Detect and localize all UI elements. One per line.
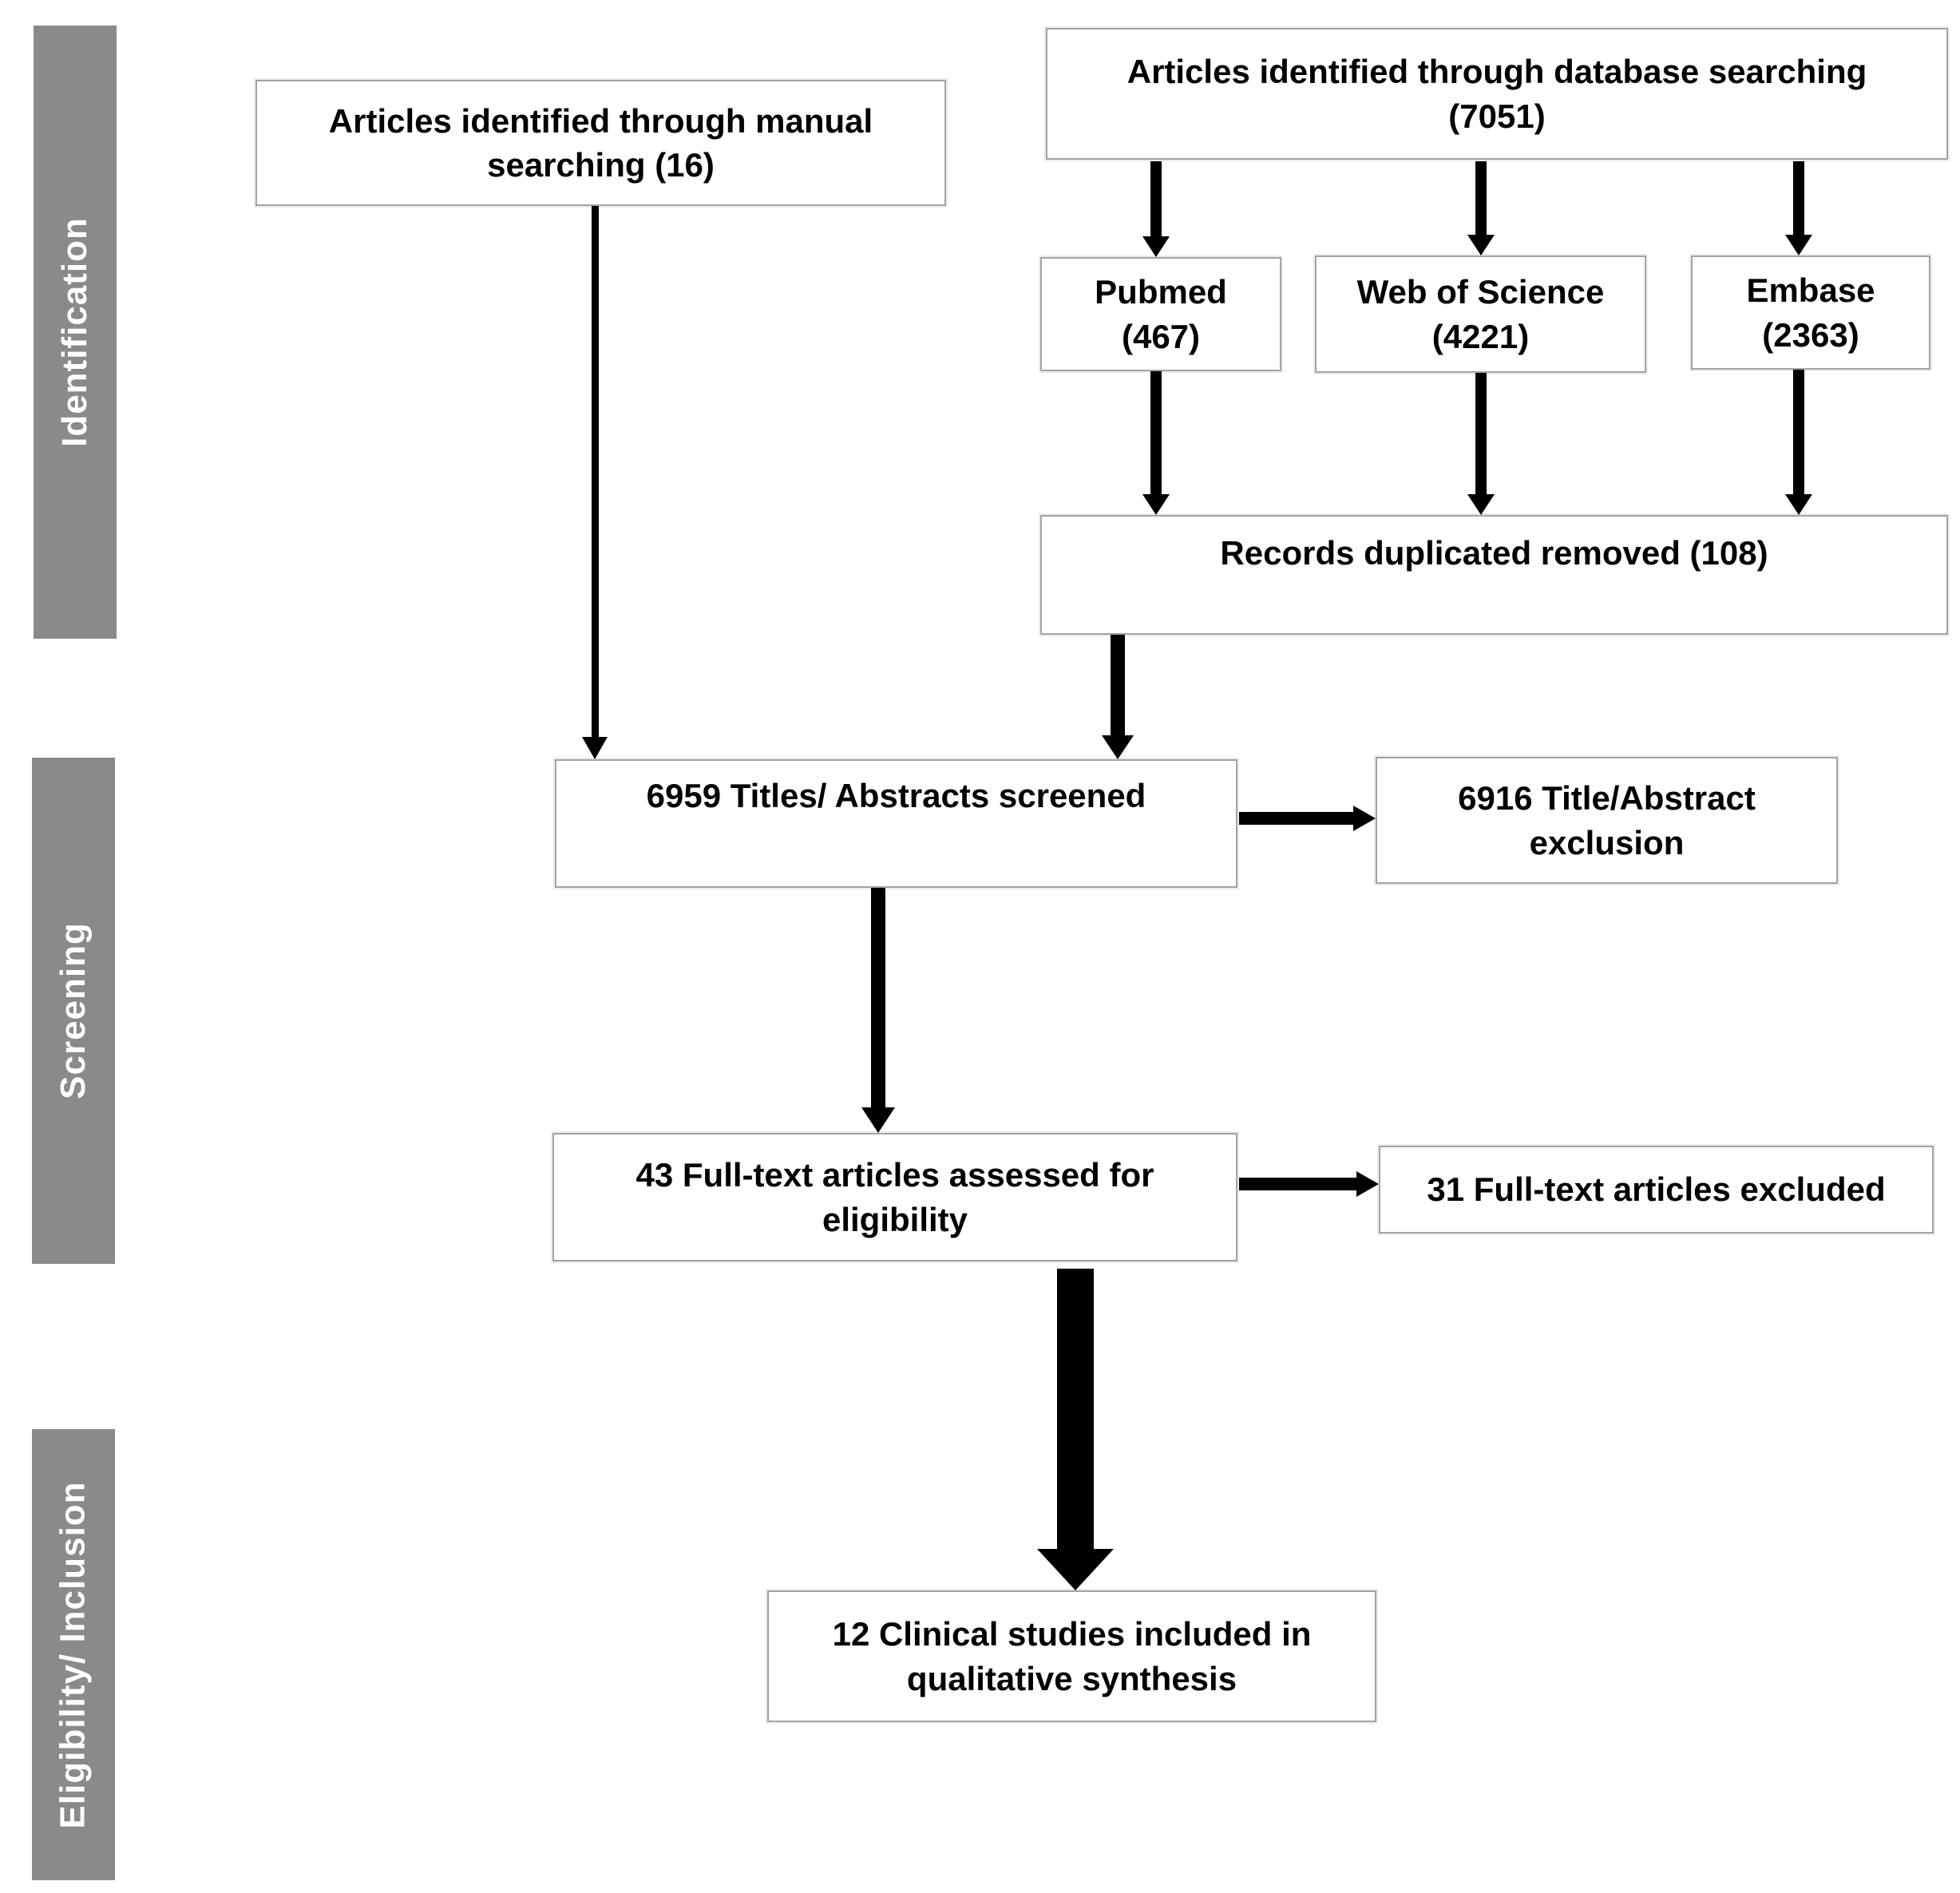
stage-bar-screening: Screening bbox=[32, 758, 115, 1264]
arrow-screened-to-exclusion-head bbox=[1353, 806, 1376, 831]
arrow-manual-to-screened-shaft bbox=[592, 206, 599, 737]
arrow-database-to-pubmed-shaft bbox=[1150, 161, 1162, 236]
arrow-database-to-embase-shaft bbox=[1793, 161, 1804, 235]
arrow-wos-to-duplicates-shaft bbox=[1475, 373, 1487, 494]
box-title-abstract-exclusion: 6916 Title/Abstract exclusion bbox=[1376, 757, 1838, 884]
arrow-pubmed-to-duplicates-head bbox=[1142, 494, 1170, 515]
box-web-of-science: Web of Science (4221) bbox=[1315, 255, 1646, 373]
stage-label-identification: Identification bbox=[55, 217, 94, 447]
arrow-embase-to-duplicates-head bbox=[1785, 494, 1812, 515]
arrow-database-to-embase-head bbox=[1785, 235, 1812, 255]
arrow-screened-to-exclusion-shaft bbox=[1239, 812, 1353, 825]
arrow-database-to-wos-shaft bbox=[1475, 161, 1487, 235]
stage-label-eligibility-inclusion: Eligibility/ Inclusion bbox=[53, 1480, 93, 1829]
arrow-pubmed-to-duplicates-shaft bbox=[1150, 371, 1162, 494]
arrow-duplicates-to-screened-shaft bbox=[1111, 635, 1125, 735]
arrow-wos-to-duplicates-head bbox=[1467, 494, 1495, 515]
arrow-screened-to-assessed-head bbox=[861, 1107, 895, 1133]
arrow-database-to-wos-head bbox=[1467, 235, 1495, 255]
arrow-assessed-to-excluded-head bbox=[1356, 1171, 1379, 1197]
arrow-duplicates-to-screened-head bbox=[1102, 735, 1134, 759]
arrow-embase-to-duplicates-shaft bbox=[1793, 370, 1804, 494]
arrow-assessed-to-included-head bbox=[1037, 1549, 1114, 1590]
arrow-manual-to-screened-head bbox=[582, 737, 608, 759]
stage-bar-eligibility-inclusion: Eligibility/ Inclusion bbox=[32, 1429, 115, 1880]
box-fulltext-assessed: 43 Full-text articles assessed for eligi… bbox=[552, 1133, 1237, 1261]
arrow-assessed-to-included-shaft bbox=[1057, 1269, 1094, 1549]
box-titles-abstracts-screened: 6959 Titles/ Abstracts screened bbox=[555, 759, 1237, 888]
box-manual-search: Articles identified through manual searc… bbox=[255, 80, 946, 206]
arrow-database-to-pubmed-head bbox=[1142, 236, 1170, 257]
box-duplicates-removed: Records duplicated removed (108) bbox=[1040, 515, 1948, 635]
box-embase: Embase (2363) bbox=[1691, 255, 1930, 370]
box-fulltext-excluded: 31 Full-text articles excluded bbox=[1379, 1146, 1934, 1234]
stage-label-screening: Screening bbox=[53, 922, 93, 1099]
box-database-search: Articles identified through database sea… bbox=[1046, 28, 1948, 160]
arrow-assessed-to-excluded-shaft bbox=[1239, 1178, 1356, 1190]
arrow-screened-to-assessed-shaft bbox=[871, 888, 885, 1107]
box-included-studies: 12 Clinical studies included in qualitat… bbox=[767, 1590, 1376, 1722]
stage-bar-identification: Identification bbox=[34, 26, 117, 639]
box-pubmed: Pubmed (467) bbox=[1040, 257, 1281, 371]
